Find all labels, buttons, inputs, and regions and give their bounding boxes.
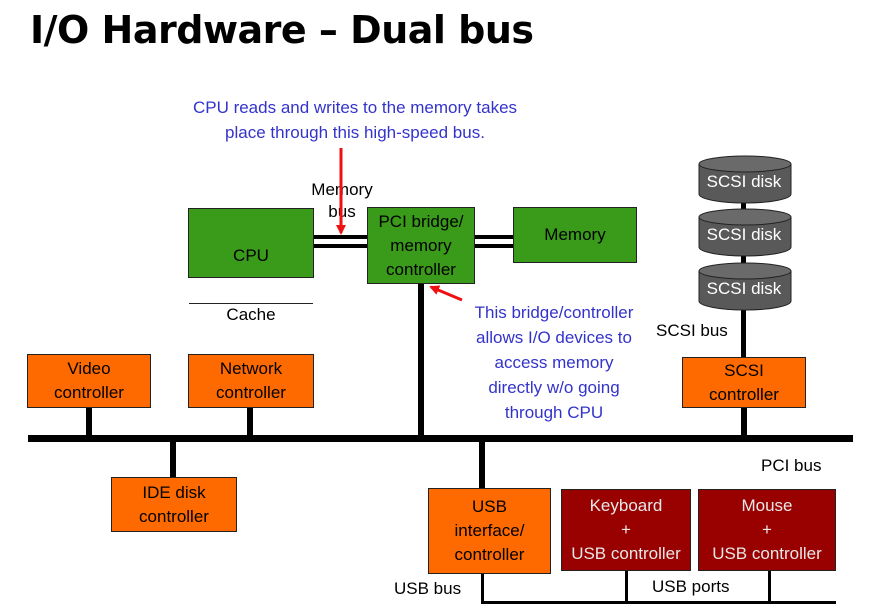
scsi-disk-2: SCSI disk — [698, 208, 792, 263]
memory-bus-line-bottom-right — [474, 244, 514, 248]
memory-bus-line-top-right — [474, 235, 514, 239]
bridge-pci-connector — [418, 283, 424, 437]
usb-controller-box: USB interface/ controller — [428, 488, 551, 574]
ide-controller-box: IDE disk controller — [111, 477, 237, 532]
keyboard-port-line — [625, 570, 628, 603]
bridge-note: This bridge/controller allows I/O device… — [474, 303, 634, 422]
scsi-disk-label: SCSI disk — [706, 172, 782, 191]
scsi-disk-label: SCSI disk — [706, 225, 782, 244]
network-connector — [247, 407, 253, 437]
usb-bus-label: USB bus — [394, 579, 462, 598]
scsi-disk-3: SCSI disk — [698, 262, 792, 317]
video-controller-box: Video controller — [27, 354, 151, 408]
memory-bus-line-bottom-left — [313, 244, 367, 248]
network-controller-box: Network controller — [188, 354, 314, 408]
scsi-bus-label: SCSI bus — [656, 321, 728, 340]
mouse-port-line — [768, 570, 771, 603]
cpu-box: CPU Cache — [188, 208, 314, 324]
cache-label: Cache — [189, 303, 313, 326]
pci-bus-label: PCI bus — [761, 456, 822, 475]
usb-bus-line — [481, 601, 836, 604]
disk-cylinder-icon — [698, 262, 792, 311]
cpu-bus-note: CPU reads and writes to the memory takes… — [192, 98, 518, 142]
memory-box: Memory — [513, 207, 637, 263]
scsi-disk-1: SCSI disk — [698, 155, 792, 210]
memory-bus-line-top-left — [313, 235, 367, 239]
pci-bridge-box: PCI bridge/ memory controller — [367, 207, 475, 284]
video-connector — [86, 407, 92, 437]
mouse-box: Mouse + USB controller — [698, 489, 836, 571]
scsi-bus-line — [741, 158, 746, 358]
usb-ports-label: USB ports — [652, 577, 730, 596]
scsi-pci-connector — [741, 407, 747, 437]
usb-bus-drop — [481, 574, 484, 604]
cpu-label: CPU — [233, 246, 269, 265]
ide-connector — [170, 440, 176, 478]
disk-cylinder-icon — [698, 208, 792, 257]
pci-bus-line — [28, 435, 853, 442]
usb-connector — [479, 440, 485, 490]
bridge-note-arrow — [429, 285, 463, 302]
scsi-controller-box: SCSI controller — [682, 357, 806, 408]
page-title: I/O Hardware – Dual bus — [30, 8, 534, 52]
keyboard-box: Keyboard + USB controller — [561, 489, 691, 571]
scsi-disk-label: SCSI disk — [706, 279, 782, 298]
disk-cylinder-icon — [698, 155, 792, 204]
